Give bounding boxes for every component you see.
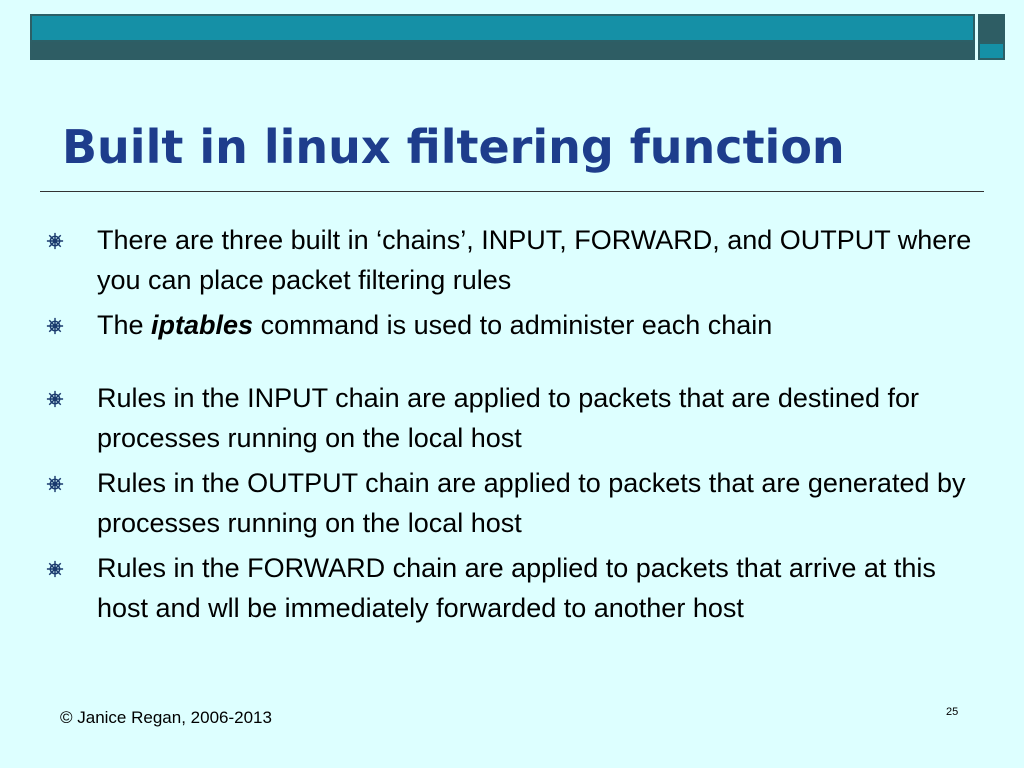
- bullet-item: Rules in the OUTPUT chain are applied to…: [0, 463, 1024, 543]
- bullet-text: Rules in the OUTPUT chain are applied to…: [97, 468, 966, 538]
- corner-square-teal: [978, 42, 1005, 60]
- bullet-text-before: The: [97, 310, 152, 340]
- header-bar-dark: [30, 42, 975, 60]
- bullet-text: Rules in the INPUT chain are applied to …: [97, 383, 919, 453]
- bullet-text: There are three built in ‘chains’, INPUT…: [97, 225, 972, 295]
- slide-number: 25: [946, 706, 959, 718]
- corner-square-dark: [978, 14, 1005, 42]
- bullet-item: Rules in the FORWARD chain are applied t…: [0, 548, 1024, 628]
- header-bar-teal: [30, 14, 975, 42]
- ship-wheel-icon: [46, 317, 64, 335]
- command-name-emphasis: iptables: [151, 310, 254, 340]
- footer-copyright: © Janice Regan, 2006-2013: [60, 708, 272, 727]
- bullet-item: Rules in the INPUT chain are applied to …: [0, 378, 1024, 458]
- bullet-text-after: command is used to administer each chain: [253, 310, 773, 340]
- bullet-item: There are three built in ‘chains’, INPUT…: [0, 220, 1024, 300]
- ship-wheel-icon: [46, 560, 64, 578]
- title-divider: [40, 191, 984, 192]
- ship-wheel-icon: [46, 475, 64, 493]
- bullet-list: There are three built in ‘chains’, INPUT…: [0, 220, 1024, 633]
- bullet-text: Rules in the FORWARD chain are applied t…: [97, 553, 936, 623]
- ship-wheel-icon: [46, 232, 64, 250]
- ship-wheel-icon: [46, 390, 64, 408]
- bullet-item: The iptables command is used to administ…: [0, 305, 1024, 345]
- slide-title: Built in linux filtering function: [62, 120, 845, 174]
